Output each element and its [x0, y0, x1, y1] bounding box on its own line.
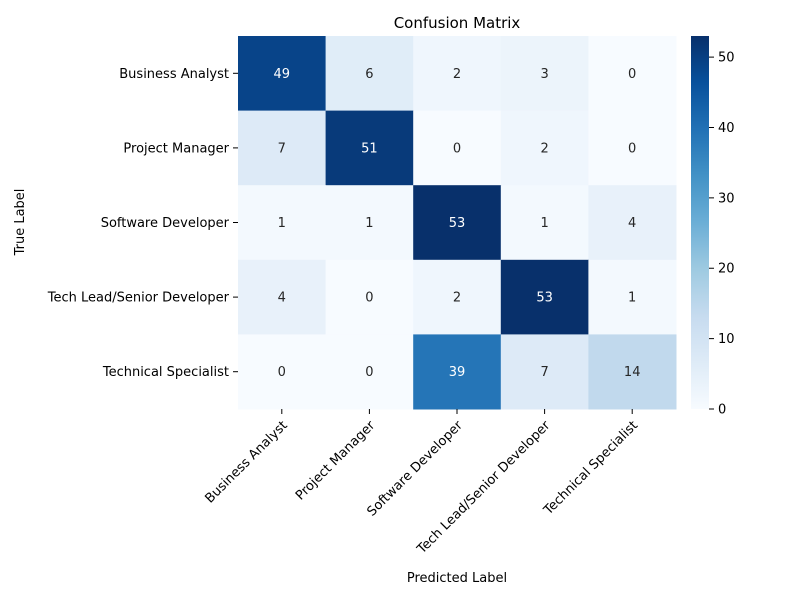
colorbar-tick-label-3: 30 [718, 191, 735, 206]
heatmap-cell-2-0 [238, 185, 327, 261]
cell-value-0-4: 0 [628, 67, 636, 82]
heatmap-cell-0-4 [588, 36, 677, 112]
cell-value-3-2: 2 [453, 291, 461, 306]
cell-value-3-1: 0 [365, 291, 373, 306]
heatmap-cell-0-0 [238, 36, 327, 112]
heatmap-cell-2-1 [325, 185, 414, 261]
colorbar-tick-label-0: 0 [718, 403, 726, 418]
colorbar-tick-label-1: 10 [718, 332, 735, 347]
heatmap-cell-2-3 [500, 185, 589, 261]
heatmap-cell-3-0 [238, 259, 327, 335]
heatmap-cell-4-3 [500, 334, 589, 410]
heatmap-cell-0-2 [413, 36, 502, 112]
cell-value-4-4: 14 [624, 365, 641, 380]
heatmap-cell-4-4 [588, 334, 677, 410]
heatmap-cell-3-1 [325, 259, 414, 335]
x-tick-label-2: Software Developer [364, 418, 466, 520]
cell-value-4-1: 0 [365, 365, 373, 380]
cell-value-2-0: 1 [278, 216, 286, 231]
heatmap-cell-3-3 [500, 259, 589, 335]
heatmap-cells [238, 36, 677, 410]
colorbar-tick-label-2: 20 [718, 262, 735, 277]
x-tick-label-1: Project Manager [293, 418, 379, 504]
cell-value-1-2: 0 [453, 141, 461, 156]
colorbar-gradient [691, 36, 709, 409]
cell-value-1-3: 2 [540, 141, 548, 156]
cell-value-0-2: 2 [453, 67, 461, 82]
chart-title: Confusion Matrix [394, 14, 521, 32]
x-axis-label: Predicted Label [407, 571, 507, 586]
colorbar-tick-label-5: 50 [718, 51, 735, 66]
heatmap-cell-1-0 [238, 110, 327, 186]
heatmap-cell-1-4 [588, 110, 677, 186]
heatmap-cell-1-3 [500, 110, 589, 186]
y-tick-label-2: Software Developer [101, 216, 230, 231]
y-tick-label-1: Project Manager [123, 141, 229, 156]
heatmap-cell-0-1 [325, 36, 414, 112]
heatmap-cell-4-2 [413, 334, 502, 410]
heatmap-cell-2-4 [588, 185, 677, 261]
cell-value-2-3: 1 [540, 216, 548, 231]
heatmap-cell-0-3 [500, 36, 589, 112]
colorbar: 0 10 20 30 40 50 [691, 36, 735, 418]
cell-value-1-0: 7 [278, 141, 286, 156]
heatmap-cell-4-0 [238, 334, 327, 410]
colorbar-ticks: 0 10 20 30 40 50 [709, 51, 735, 418]
cell-value-1-4: 0 [628, 141, 636, 156]
colorbar-tick-label-4: 40 [718, 121, 735, 136]
heatmap-cell-1-2 [413, 110, 502, 186]
y-axis-label: True Label [13, 189, 28, 257]
heatmap-cell-2-2 [413, 185, 502, 261]
cell-value-4-0: 0 [278, 365, 286, 380]
y-tick-label-3: Tech Lead/Senior Developer [47, 291, 230, 306]
cell-value-3-4: 1 [628, 291, 636, 306]
cell-value-0-1: 6 [365, 67, 373, 82]
y-tick-label-0: Business Analyst [119, 67, 229, 82]
cell-value-2-1: 1 [365, 216, 373, 231]
heatmap-cell-3-4 [588, 259, 677, 335]
cell-value-3-0: 4 [278, 291, 286, 306]
cell-value-0-0: 49 [274, 67, 291, 82]
heatmap-cell-3-2 [413, 259, 502, 335]
heatmap-cell-4-1 [325, 334, 414, 410]
heatmap-cell-1-1 [325, 110, 414, 186]
cell-value-1-1: 51 [361, 141, 378, 156]
cell-value-4-3: 7 [540, 365, 548, 380]
cell-value-2-2: 53 [449, 216, 466, 231]
cell-value-2-4: 4 [628, 216, 636, 231]
y-tick-label-4: Technical Specialist [102, 365, 229, 380]
cell-value-3-3: 53 [536, 291, 553, 306]
x-tick-label-4: Technical Specialist [541, 418, 642, 519]
x-tick-label-0: Business Analyst [202, 418, 290, 506]
cell-value-0-3: 3 [540, 67, 548, 82]
cell-value-4-2: 39 [449, 365, 466, 380]
